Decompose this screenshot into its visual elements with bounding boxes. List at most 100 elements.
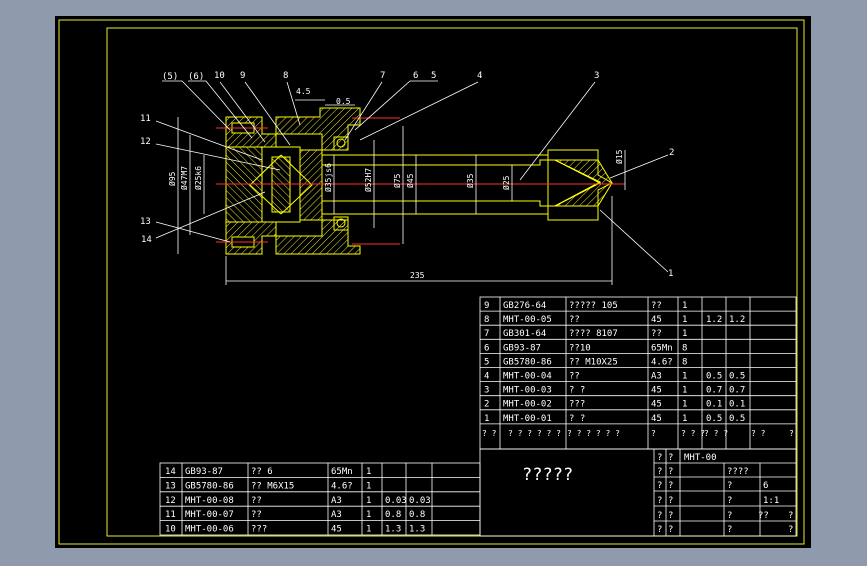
title-block-cell: MHT-00 xyxy=(684,453,717,463)
bom-right-cell: A3 xyxy=(651,372,662,382)
bom-right-cell: ?? M10X25 xyxy=(569,357,618,367)
bom-right-cell: ?? xyxy=(569,315,580,325)
bom-right-cell: 5 xyxy=(484,357,489,367)
bom-right-cell: ????? 105 xyxy=(569,301,618,311)
dimension-label: Ø35js6 xyxy=(323,163,333,192)
inner-frame xyxy=(106,27,798,537)
balloon-label: 1 xyxy=(668,269,673,279)
bom-left-cell: MHT-00-08 xyxy=(185,496,234,506)
bom-right-cell: 65Mn xyxy=(651,343,673,353)
bom-right-cell: 4.6? xyxy=(651,357,673,367)
sheet xyxy=(55,16,811,548)
cone-body xyxy=(261,146,301,223)
bom-right-cell: MHT-00-05 xyxy=(503,315,552,325)
title-block-cell: ? xyxy=(668,467,673,477)
title-block-cell: ? xyxy=(657,467,662,477)
leader-13 xyxy=(155,221,231,243)
bom-right-cell: MHT-00-01 xyxy=(503,414,552,424)
housing-lower xyxy=(275,219,361,255)
bom-left-cell: 1 xyxy=(366,510,371,520)
bom-right-cell: 45 xyxy=(651,386,662,396)
title-block xyxy=(479,448,797,537)
title-block-cell: 1:1 xyxy=(763,496,779,506)
title-block-cell: ? xyxy=(657,481,662,491)
balloon-label: 4 xyxy=(477,71,482,81)
leader-6 xyxy=(188,80,253,139)
leader-9 xyxy=(244,81,291,146)
bom-right-header: ? xyxy=(651,429,656,438)
title-block-cell: ? xyxy=(657,496,662,506)
bom-left-cell: ?? M6X15 xyxy=(251,481,294,491)
bom-left-cell: 1.3 xyxy=(409,525,425,535)
dimension-label: Ø25k6 xyxy=(193,166,203,190)
bom-right-cell: 2 xyxy=(484,400,489,410)
bearing-upper xyxy=(333,136,349,151)
bom-right-cell: 8 xyxy=(682,343,687,353)
balloon-label: 13 xyxy=(140,217,151,227)
dimension-label: 0.5 xyxy=(336,97,351,106)
balloon-label: 12 xyxy=(140,137,151,147)
balloon-label: 11 xyxy=(140,114,151,124)
shaft-tip xyxy=(554,159,613,207)
bom-right-cell: 1 xyxy=(682,301,687,311)
bom-left-cell: 45 xyxy=(331,525,342,535)
dimension-label: Ø35 xyxy=(465,173,475,188)
bom-left-cell: 1 xyxy=(366,496,371,506)
leader-6-right xyxy=(354,80,438,131)
bom-left-cell: 1.3 xyxy=(385,525,401,535)
bom-left-cell: ?? xyxy=(251,510,262,520)
dimension-label: Ø25 xyxy=(501,175,511,190)
bom-left-cell: GB93-87 xyxy=(185,467,223,477)
ball-lower xyxy=(336,218,346,228)
leader-12 xyxy=(155,143,281,171)
bom-right-header: ? xyxy=(789,429,794,438)
dimension-label: Ø47M7 xyxy=(179,166,189,190)
balloon-label: 10 xyxy=(214,71,225,81)
leader-11 xyxy=(155,120,263,161)
title-block-cell: ? xyxy=(668,511,673,521)
bom-right-cell: ???? 8107 xyxy=(569,329,618,339)
bom-right-cell: 3 xyxy=(484,386,489,396)
title-block-cell: ? xyxy=(668,481,673,491)
bom-left-cell: 0.03 xyxy=(385,496,407,506)
bom-right-cell: 6 xyxy=(484,343,489,353)
title-block-cell: ? xyxy=(668,525,673,535)
balloon-label: 9 xyxy=(240,71,245,81)
bom-right-cell: 45 xyxy=(651,315,662,325)
balloon-label: 3 xyxy=(594,71,599,81)
assembly-view xyxy=(225,107,614,255)
dimension-label: Ø15 xyxy=(614,149,624,164)
title-block-cell: ?? xyxy=(758,511,769,521)
bom-left-cell: 4.6? xyxy=(331,481,353,491)
ball-upper xyxy=(336,138,346,148)
bom-right-cell: ?? xyxy=(651,329,662,339)
leader-3 xyxy=(519,81,596,181)
bom-left-frame xyxy=(159,462,481,536)
bom-right-cell: 0.7 xyxy=(706,386,722,396)
bom-right-cell: 1 xyxy=(682,386,687,396)
bom-right-cell: GB5780-86 xyxy=(503,357,552,367)
dimension-label: 4.5 xyxy=(296,87,311,96)
dimension-label: Ø95 xyxy=(167,171,177,186)
bom-left-cell: A3 xyxy=(331,496,342,506)
bom-left-cell: 1 xyxy=(366,481,371,491)
bom-right-cell: MHT-00-03 xyxy=(503,386,552,396)
bom-right-cell: 1 xyxy=(682,372,687,382)
bom-left-cell: ?? xyxy=(251,496,262,506)
leader-2 xyxy=(609,154,669,179)
bom-right-cell: 45 xyxy=(651,414,662,424)
balloon-label: 8 xyxy=(283,71,288,81)
bom-left-cell: 65Mn xyxy=(331,467,353,477)
title-block-cell: ? xyxy=(657,525,662,535)
bom-right-cell: 0.5 xyxy=(706,372,722,382)
bom-right-cell: ?? xyxy=(569,372,580,382)
dimension-label: Ø52H7 xyxy=(363,168,373,192)
dimension-label: 235 xyxy=(410,271,425,280)
bom-left-cell: 14 xyxy=(165,467,176,477)
bom-left-cell: ?? 6 xyxy=(251,467,273,477)
bom-right-cell: ? ? xyxy=(569,414,585,424)
